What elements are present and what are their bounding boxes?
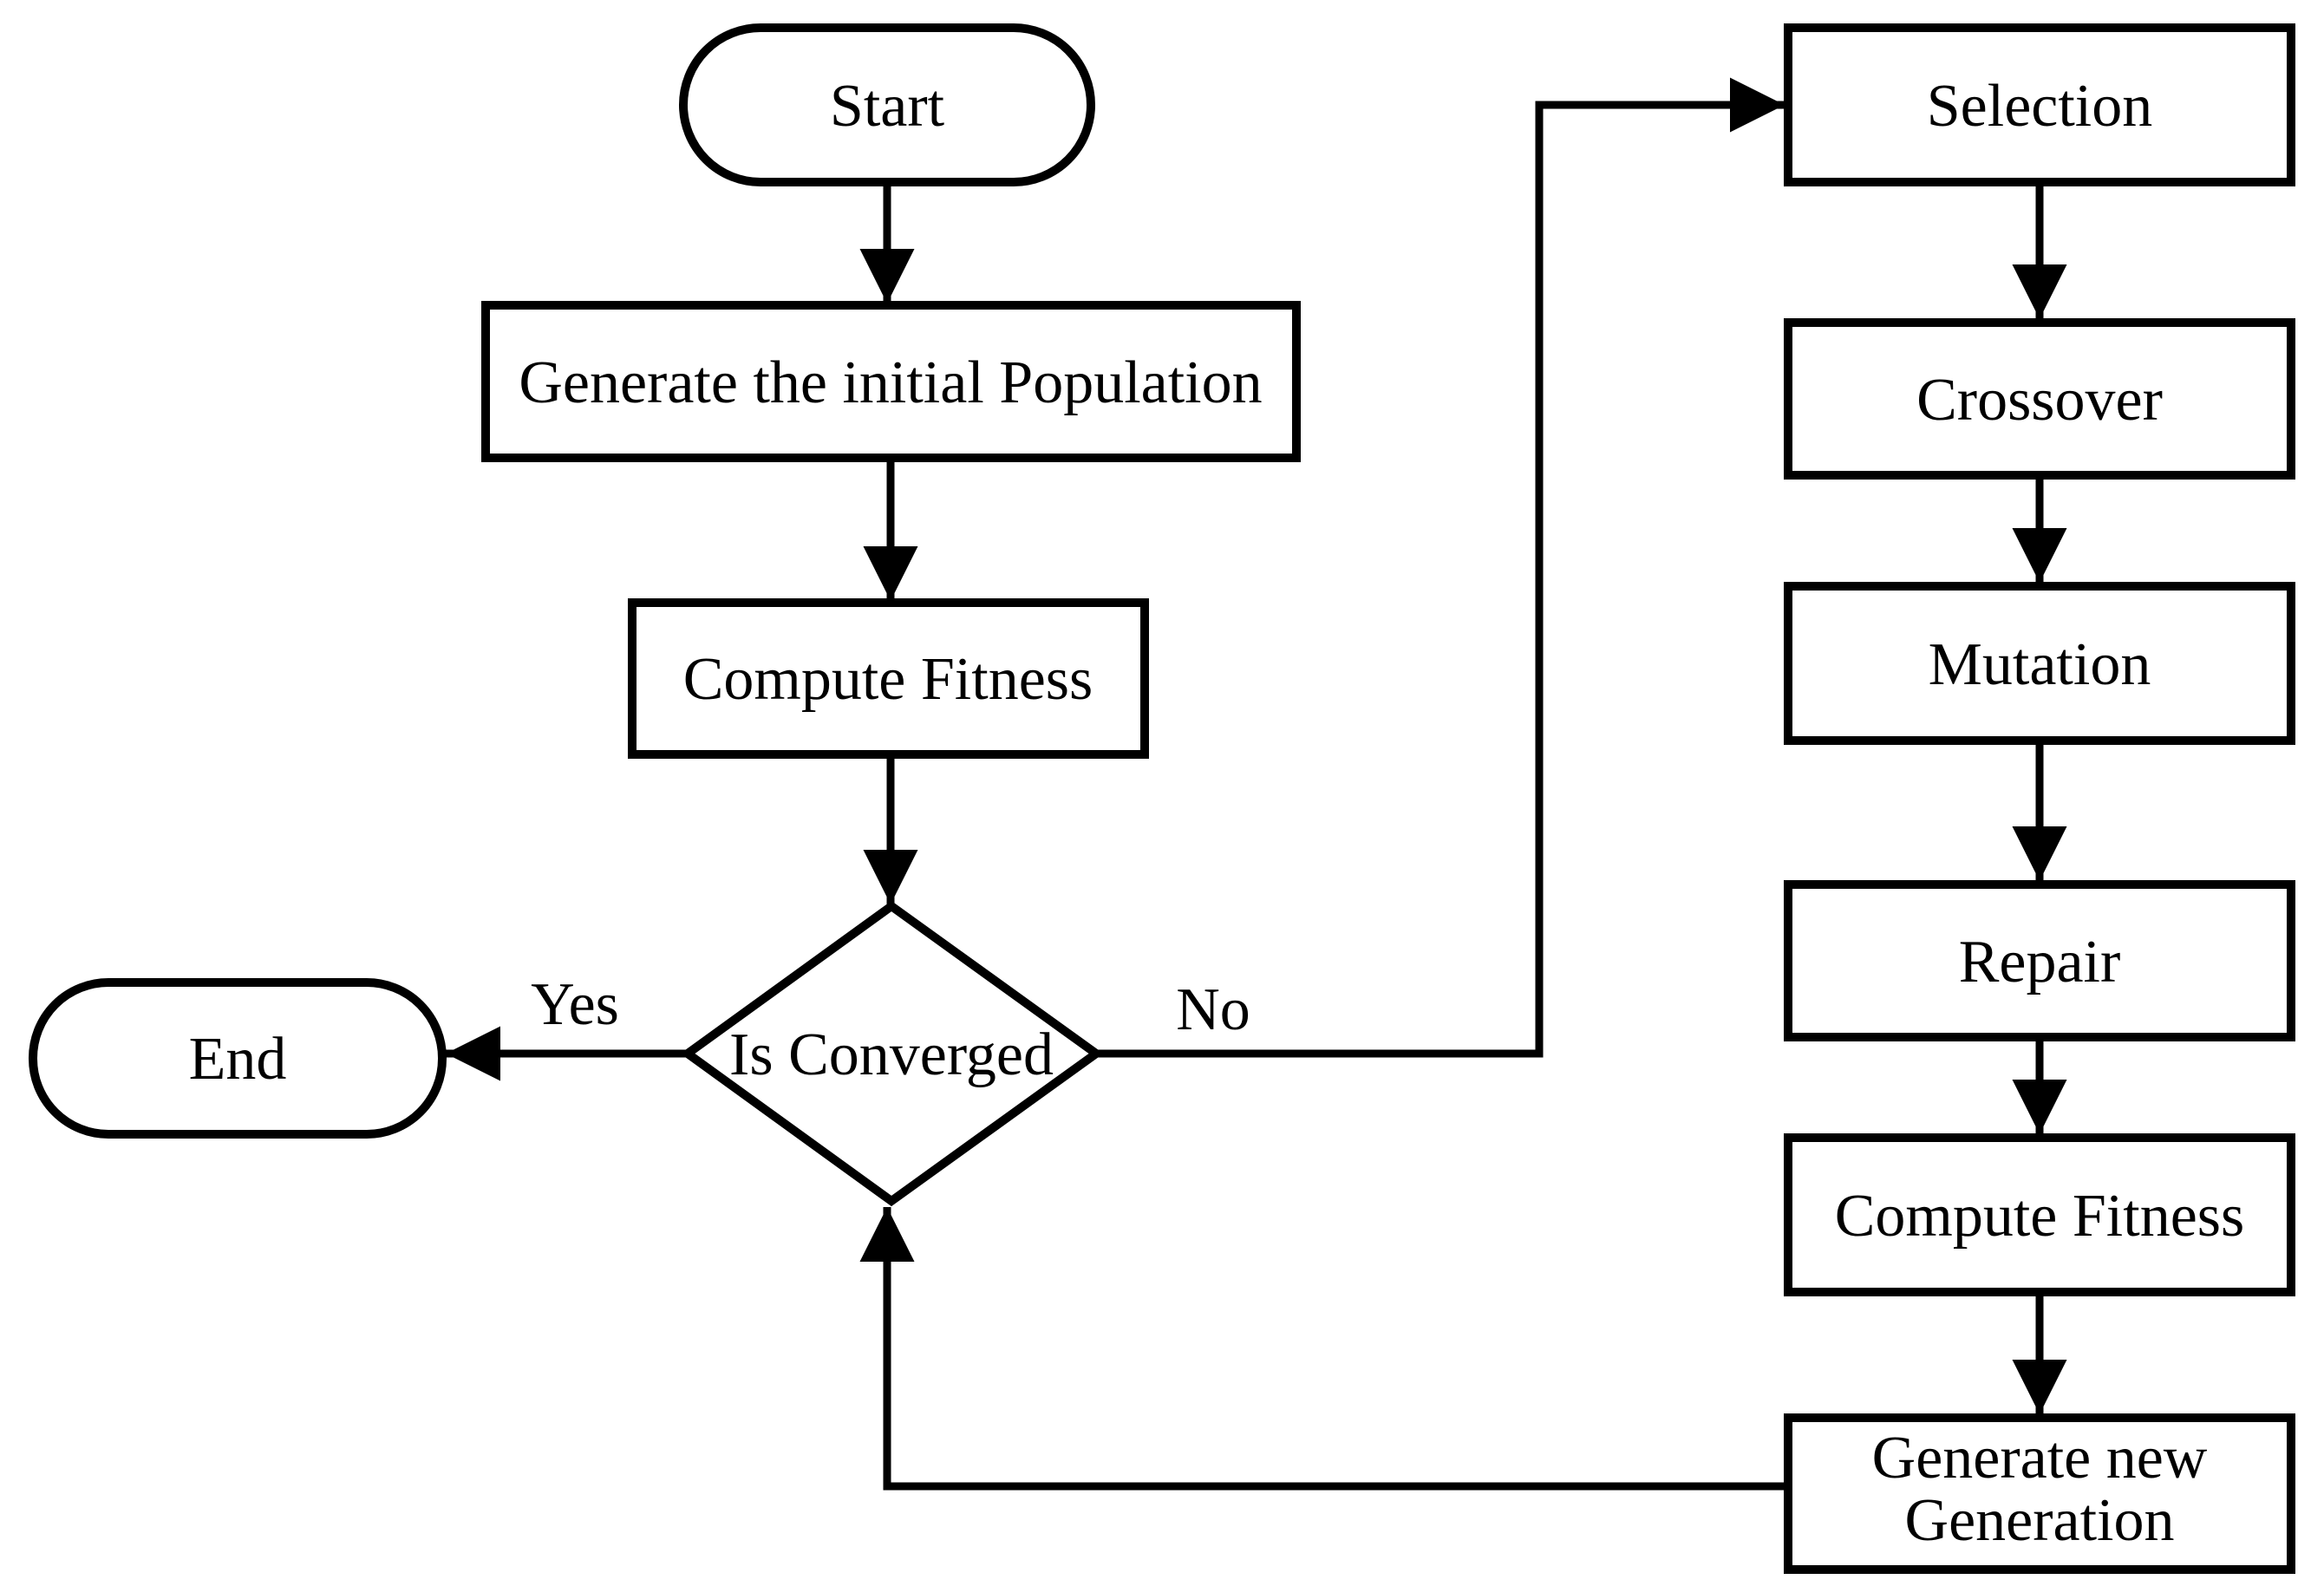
crossover-shape xyxy=(1784,318,2295,480)
mutation-label: Mutation xyxy=(1929,631,2151,698)
crossover-label: Crossover xyxy=(1916,367,2163,434)
is-converged-label: Is Converged xyxy=(729,1021,1054,1088)
start-terminator-shape xyxy=(679,23,1095,186)
yes-edge-label: Yes xyxy=(531,971,619,1038)
node-compute-fitness: Compute Fitness xyxy=(628,598,1149,759)
node-start: Start xyxy=(679,23,1095,186)
generate-initial-population-shape xyxy=(481,301,1301,462)
repair-label: Repair xyxy=(1959,929,2121,995)
node-mutation: Mutation xyxy=(1784,582,2295,745)
generate-new-generation-label-line1: Generate new xyxy=(1872,1425,2208,1491)
generate-initial-population-label: Generate the initial Population xyxy=(519,349,1262,416)
edge-loopback-arrow xyxy=(859,1207,1788,1491)
compute-fitness-shape xyxy=(628,598,1149,759)
generate-new-generation-label-line2: Generation xyxy=(1905,1487,2175,1554)
node-end: End xyxy=(29,978,447,1139)
node-is-converged-decision: Is Converged xyxy=(680,900,1104,1207)
is-converged-diamond-shape xyxy=(680,900,1104,1207)
compute-fitness-2-shape xyxy=(1784,1133,2295,1296)
start-label: Start xyxy=(830,73,945,140)
selection-label: Selection xyxy=(1927,73,2152,140)
edge-no-arrow xyxy=(1096,77,1785,1058)
end-terminator-shape xyxy=(29,978,447,1139)
no-edge-label: No xyxy=(1176,976,1250,1043)
mutation-shape xyxy=(1784,582,2295,745)
node-repair: Repair xyxy=(1784,880,2295,1041)
repair-shape xyxy=(1784,880,2295,1041)
generate-new-generation-shape xyxy=(1784,1413,2295,1574)
edges xyxy=(446,77,2067,1491)
node-compute-fitness-2: Compute Fitness xyxy=(1784,1133,2295,1296)
compute-fitness-label: Compute Fitness xyxy=(683,646,1093,713)
compute-fitness-2-label: Compute Fitness xyxy=(1835,1183,2245,1250)
node-crossover: Crossover xyxy=(1784,318,2295,480)
end-label: End xyxy=(189,1026,287,1093)
node-selection: Selection xyxy=(1784,23,2295,186)
node-generate-new-generation: Generate new Generation xyxy=(1784,1413,2295,1574)
node-generate-initial-population: Generate the initial Population xyxy=(481,301,1301,462)
selection-shape xyxy=(1784,23,2295,186)
